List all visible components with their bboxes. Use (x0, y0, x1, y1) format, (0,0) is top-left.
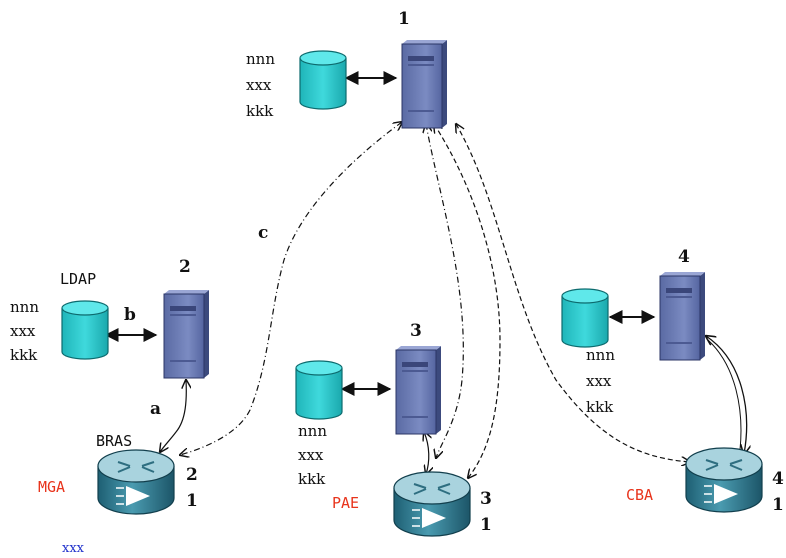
ldap-label: LDAP (60, 270, 96, 288)
pae-label: PAE (332, 494, 359, 512)
cba-id-bottom: 1 (772, 495, 784, 515)
database-icon (61, 300, 109, 360)
db3-line-2: xxx (298, 446, 324, 464)
db4-line-2: xxx (586, 372, 612, 390)
mga-id-top: 2 (186, 465, 198, 485)
node-1: 1 nnn xxx kkk (246, 9, 448, 129)
server2-number: 2 (179, 257, 191, 277)
link-label-c: c (258, 223, 268, 243)
db1-line-2: xxx (246, 76, 272, 94)
mga-id-bottom: 1 (186, 491, 198, 511)
server-icon (395, 346, 442, 435)
link-label-a: a (150, 399, 161, 419)
link-server4-cba-b (707, 339, 742, 451)
pae-id-bottom: 1 (480, 515, 492, 535)
db2-line-1: nnn (10, 298, 39, 316)
cba-id-top: 4 (772, 469, 784, 489)
db1-line-3: kkk (246, 102, 274, 120)
node-3: 3 nnn xxx kkk (295, 321, 442, 488)
server-icon (401, 40, 448, 129)
bras-label: BRAS (96, 432, 132, 450)
link-server1-cba (456, 124, 690, 462)
link-server4-cba (706, 336, 747, 454)
cba-label: CBA (626, 486, 653, 504)
database-icon (561, 288, 609, 348)
db4-line-3: kkk (586, 398, 614, 416)
router-pae: PAE 3 1 (332, 471, 492, 537)
link-c-server1-mga (180, 122, 402, 455)
database-icon (299, 50, 347, 110)
server-icon (163, 290, 210, 379)
mga-footnote: xxx (62, 541, 85, 556)
mga-label: MGA (38, 478, 65, 496)
link-server1-pae-2 (434, 124, 501, 478)
link-label-b: b (124, 305, 136, 325)
server4-number: 4 (678, 247, 690, 267)
server3-number: 3 (410, 321, 422, 341)
pae-id-top: 3 (480, 489, 492, 509)
db4-line-1: nnn (586, 346, 615, 364)
link-a-server2-mga (160, 380, 186, 452)
connections (104, 71, 747, 478)
node-2: 2 LDAP nnn xxx kkk (10, 257, 210, 379)
router-icon (685, 447, 763, 513)
server-icon (659, 272, 706, 361)
db3-line-3: kkk (298, 470, 326, 488)
router-icon (393, 471, 471, 537)
db1-line-1: nnn (246, 50, 275, 68)
router-icon (97, 449, 175, 515)
db2-line-3: kkk (10, 346, 38, 364)
node-4: 4 nnn xxx kkk (561, 247, 706, 416)
link-server3-pae (424, 432, 429, 474)
server1-number: 1 (398, 9, 410, 29)
db3-line-1: nnn (298, 422, 327, 440)
db2-line-2: xxx (10, 322, 36, 340)
database-icon (295, 360, 343, 420)
router-mga: BRAS MGA 2 1 xxx (38, 432, 198, 556)
router-cba: CBA 4 1 (626, 447, 784, 515)
